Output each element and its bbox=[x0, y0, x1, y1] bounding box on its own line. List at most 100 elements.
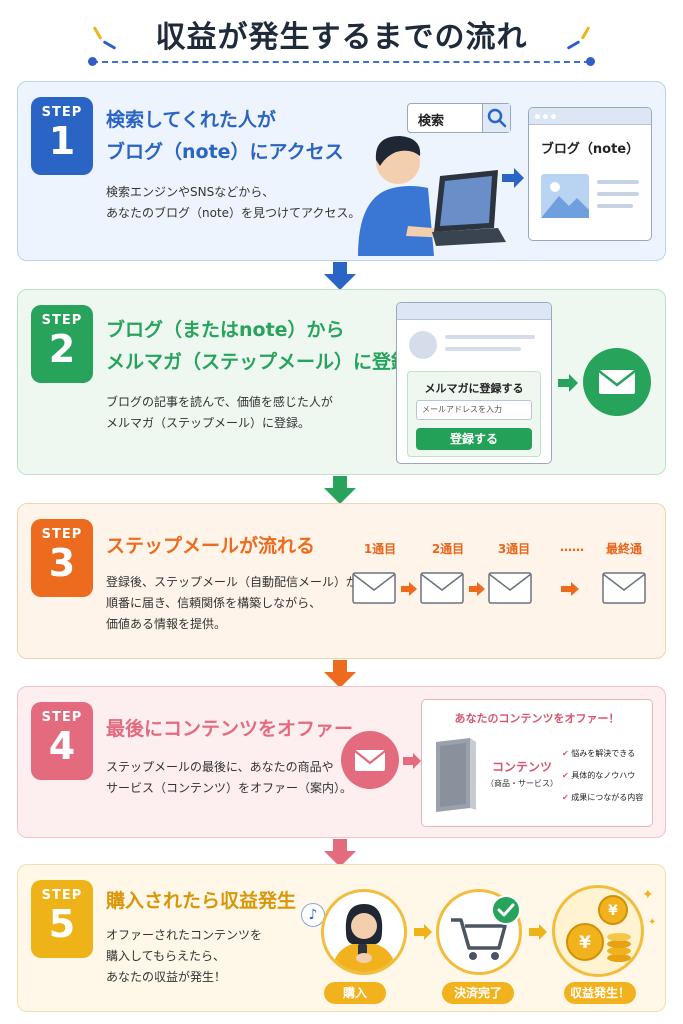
desc-line: オファーされたコンテンツを bbox=[106, 928, 263, 942]
checklist-item: ✔ 具体的なノウハウ bbox=[562, 770, 635, 781]
desc-line: メルマガ（ステップメール）に登録。 bbox=[106, 416, 311, 430]
mail-icon bbox=[583, 348, 651, 416]
arrow-right-icon bbox=[561, 582, 579, 596]
desc-line: サービス（コンテンツ）をオファー（案内）。 bbox=[106, 781, 353, 795]
text-line bbox=[445, 335, 535, 339]
search-icon bbox=[487, 108, 507, 128]
arrow-down-icon bbox=[324, 476, 356, 504]
check-icon: ✔ bbox=[562, 749, 569, 758]
heading-line: 購入されたら収益発生 bbox=[106, 890, 297, 912]
arrow-right-icon bbox=[558, 374, 578, 392]
offer-panel: あなたのコンテンツをオファー！ コンテンツ （商品・サービス） ✔ 悩みを解決で… bbox=[421, 699, 653, 827]
purchase-caption: 購入 bbox=[324, 982, 386, 1004]
browser-bar bbox=[529, 108, 651, 125]
heading-line: ブログ（またはnote）から bbox=[106, 319, 345, 341]
step-description: 登録後、ステップメール（自動配信メール）が 順番に届き、信頼関係を構築しながら、… bbox=[106, 572, 358, 635]
step-label: STEP bbox=[41, 888, 83, 903]
text-line bbox=[597, 204, 633, 208]
step-heading: 最後にコンテンツをオファー bbox=[106, 713, 353, 745]
checklist-text: 悩みを解決できる bbox=[571, 749, 636, 758]
step-heading: ステップメールが流れる bbox=[106, 530, 315, 562]
arrow-right-icon bbox=[403, 753, 421, 769]
step-label: STEP bbox=[41, 527, 83, 542]
revenue-circle: ¥ ¥ bbox=[552, 885, 644, 977]
search-button[interactable] bbox=[482, 104, 510, 132]
envelope-icon bbox=[420, 572, 464, 604]
email-field[interactable]: メールアドレスを入力 bbox=[416, 400, 532, 420]
mail-icon bbox=[341, 731, 399, 789]
person-phone-icon bbox=[332, 904, 396, 972]
register-button[interactable]: 登録する bbox=[416, 428, 532, 450]
desc-line: あなたの収益が発生！ bbox=[106, 970, 227, 984]
arrow-right-icon bbox=[401, 582, 417, 596]
envelope-icon bbox=[488, 572, 532, 604]
desc-line: 順番に届き、信頼関係を構築しながら、 bbox=[106, 596, 322, 610]
checklist-text: 具体的なノウハウ bbox=[571, 771, 636, 780]
step-number: 5 bbox=[48, 902, 76, 946]
text-line bbox=[597, 192, 639, 196]
step-heading: 購入されたら収益発生 bbox=[106, 885, 296, 917]
title-divider bbox=[92, 61, 590, 63]
heading-line: ブログ（note）にアクセス bbox=[106, 141, 344, 163]
arrow-down-icon bbox=[324, 839, 356, 867]
heading-line: 検索してくれた人が bbox=[106, 109, 276, 131]
page-title: 収益が発生するまでの流れ bbox=[155, 20, 528, 55]
arrow-down-icon bbox=[324, 262, 356, 290]
step-number: 2 bbox=[48, 327, 76, 371]
text-line bbox=[445, 347, 521, 351]
signup-browser-window: メルマガに登録する メールアドレスを入力 登録する bbox=[396, 302, 552, 464]
mail-label: 3通目 bbox=[497, 542, 531, 556]
desc-line: ステップメールの最後に、あなたの商品や bbox=[106, 760, 334, 774]
arrow-right-icon bbox=[502, 168, 524, 188]
step-5-card: STEP 5 購入されたら収益発生 オファーされたコンテンツを 購入してもらえた… bbox=[17, 864, 666, 1012]
title-area: 収益が発生するまでの流れ bbox=[0, 0, 683, 72]
envelope-icon bbox=[352, 572, 396, 604]
step-description: ステップメールの最後に、あなたの商品や サービス（コンテンツ）をオファー（案内）… bbox=[106, 757, 352, 799]
step-label: STEP bbox=[41, 710, 83, 725]
check-icon: ✔ bbox=[562, 771, 569, 780]
step-badge: STEP 5 bbox=[31, 880, 93, 958]
check-icon: ✔ bbox=[562, 793, 569, 802]
cart-icon bbox=[451, 918, 507, 960]
mail-label: 1通目 bbox=[363, 542, 397, 556]
step-description: オファーされたコンテンツを 購入してもらえたら、 あなたの収益が発生！ bbox=[106, 925, 262, 988]
desc-line: あなたのブログ（note）を見つけてアクセス。 bbox=[106, 206, 361, 220]
sparkle-icon: ✦ bbox=[648, 917, 657, 928]
step-label: STEP bbox=[41, 313, 83, 328]
revenue-caption: 収益発生！ bbox=[564, 982, 636, 1004]
desc-line: 登録後、ステップメール（自動配信メール）が bbox=[106, 575, 359, 589]
arrow-right-icon bbox=[469, 582, 485, 596]
step-description: 検索エンジンやSNSなどから、 あなたのブログ（note）を見つけてアクセス。 bbox=[106, 182, 360, 224]
browser-bar bbox=[397, 303, 551, 320]
desc-line: ブログの記事を読んで、価値を感じた人が bbox=[106, 395, 333, 409]
step-badge: STEP 2 bbox=[31, 305, 93, 383]
sparkle-icon: ✦ bbox=[642, 887, 654, 903]
step-badge: STEP 4 bbox=[31, 702, 93, 780]
avatar bbox=[409, 331, 437, 359]
check-icon bbox=[491, 895, 521, 925]
step-badge: STEP 1 bbox=[31, 97, 93, 175]
image-icon bbox=[541, 174, 589, 218]
content-label: コンテンツ bbox=[491, 760, 552, 774]
heading-line: メルマガ（ステップメール）に登録 bbox=[106, 351, 411, 373]
book-icon bbox=[436, 738, 476, 812]
svg-text:¥: ¥ bbox=[579, 933, 591, 953]
arrow-right-icon bbox=[414, 924, 432, 940]
step-3-card: STEP 3 ステップメールが流れる 登録後、ステップメール（自動配信メール）が… bbox=[17, 503, 666, 659]
step-description: ブログの記事を読んで、価値を感じた人が メルマガ（ステップメール）に登録。 bbox=[106, 392, 333, 434]
step-number: 4 bbox=[48, 724, 76, 768]
search-input[interactable]: 検索 bbox=[407, 103, 511, 133]
arrow-right-icon bbox=[529, 924, 547, 940]
heading-line: ステップメールが流れる bbox=[106, 535, 316, 557]
step-badge: STEP 3 bbox=[31, 519, 93, 597]
mail-label: 最終通 bbox=[605, 542, 642, 556]
blog-browser-window: ブログ（note） bbox=[528, 107, 652, 241]
step-1-card: STEP 1 検索してくれた人が ブログ（note）にアクセス 検索エンジンやS… bbox=[17, 81, 666, 261]
purchase-circle bbox=[321, 889, 407, 975]
svg-text:¥: ¥ bbox=[608, 903, 618, 919]
content-sublabel: （商品・サービス） bbox=[486, 779, 558, 788]
envelope-icon bbox=[602, 572, 646, 604]
step-heading: ブログ（またはnote）から メルマガ（ステップメール）に登録 bbox=[106, 314, 410, 378]
search-label: 検索 bbox=[418, 114, 445, 129]
signup-form: メルマガに登録する メールアドレスを入力 登録する bbox=[407, 371, 541, 457]
